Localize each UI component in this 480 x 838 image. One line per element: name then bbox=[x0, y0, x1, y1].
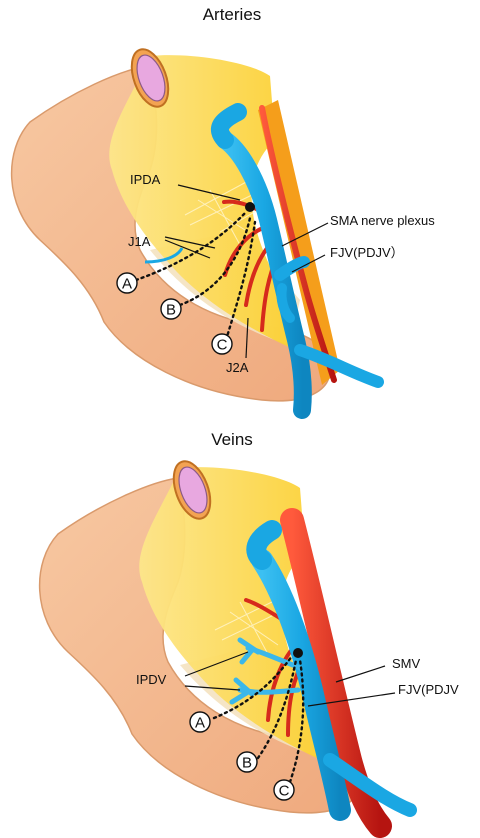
marker-c-2: C bbox=[273, 779, 295, 801]
arteries-panel: Arteries bbox=[11, 5, 435, 419]
label-ipdv: IPDV bbox=[136, 672, 167, 687]
svg-text:A: A bbox=[195, 715, 205, 732]
marker-b-2: B bbox=[236, 751, 258, 773]
label-fjv: FJV(PDJV） bbox=[330, 245, 404, 260]
smv-upper-2 bbox=[246, 520, 282, 570]
marker-b: B bbox=[160, 298, 182, 320]
svg-text:B: B bbox=[166, 302, 176, 319]
veins-junction bbox=[293, 648, 303, 658]
veins-title: Veins bbox=[211, 430, 253, 449]
veins-leaders bbox=[184, 651, 396, 707]
svg-text:C: C bbox=[279, 783, 290, 800]
fjv-stub bbox=[276, 283, 295, 323]
smv-right-branch-2 bbox=[323, 753, 417, 817]
sma-artery-2 bbox=[280, 508, 392, 838]
svg-text:B: B bbox=[242, 755, 252, 772]
sma-nerve-plexus-strands bbox=[184, 179, 259, 246]
veins-panel: Veins bbox=[39, 430, 459, 838]
veins-dotted-paths bbox=[212, 654, 305, 784]
label-sma-nerve-plexus: SMA nerve plexus bbox=[330, 213, 435, 228]
label-ipda: IPDA bbox=[130, 172, 161, 187]
small-vein-branch bbox=[144, 247, 184, 264]
label-fjv-2: FJV(PDJV bbox=[398, 682, 459, 697]
ipdv-branches bbox=[229, 637, 303, 705]
arteries-leaders bbox=[164, 184, 329, 359]
svg-text:A: A bbox=[122, 276, 132, 293]
fjv-vein bbox=[274, 256, 310, 281]
smv-vein-2 bbox=[251, 549, 351, 821]
marker-a: A bbox=[116, 272, 138, 294]
plexus-strands-2 bbox=[214, 597, 285, 659]
arteries-dotted-paths bbox=[134, 210, 257, 342]
smv-upper-bend bbox=[211, 103, 247, 149]
arteries-title: Arteries bbox=[203, 5, 262, 24]
marker-a-2: A bbox=[189, 711, 211, 733]
duodenum-loop-2 bbox=[39, 477, 361, 814]
marker-c: C bbox=[211, 333, 233, 355]
arteries-junction bbox=[245, 202, 255, 212]
lumen-top-2 bbox=[172, 460, 212, 520]
label-smv: SMV bbox=[392, 656, 421, 671]
smv-right-branch bbox=[294, 344, 384, 388]
sma-artery bbox=[259, 105, 337, 383]
lumen-top bbox=[130, 48, 170, 108]
label-j2a: J2A bbox=[226, 360, 249, 375]
svg-text:C: C bbox=[217, 337, 228, 354]
label-j1a: J1A bbox=[128, 234, 151, 249]
